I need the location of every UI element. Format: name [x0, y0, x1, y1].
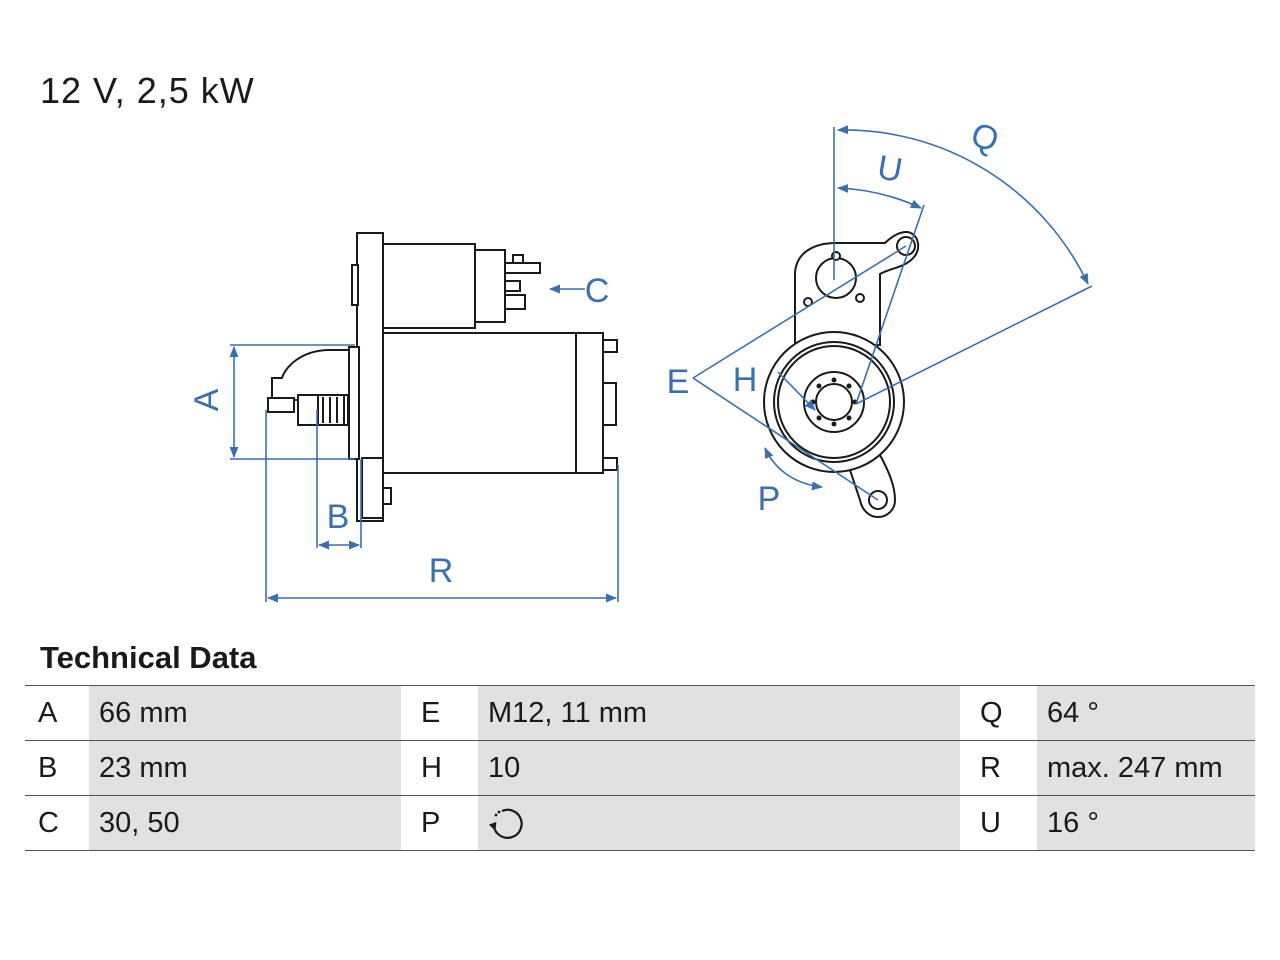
value-cell: 64 °	[1037, 685, 1255, 741]
key-cell: A	[25, 685, 89, 741]
starter-motor-diagram: A B R C	[188, 115, 1093, 603]
key-cell: C	[25, 795, 89, 851]
key-cell: R	[960, 740, 1037, 796]
dimension-lines-side	[229, 284, 619, 603]
dimension-q-arc	[836, 125, 1089, 286]
dimension-h-arrow	[777, 371, 816, 411]
label-b: B	[327, 498, 350, 536]
drive-housing	[271, 349, 350, 401]
value-cell: 30, 50	[89, 795, 401, 851]
label-h: H	[733, 361, 758, 399]
table-row: A 66 mm E M12, 11 mm Q 64 °	[25, 685, 1255, 741]
technical-data-title: Technical Data	[40, 640, 257, 675]
value-cell: 10	[478, 740, 960, 796]
value-cell: M12, 11 mm	[478, 685, 960, 741]
value-cell: 66 mm	[89, 685, 401, 741]
label-e: E	[667, 363, 690, 401]
table-row: B 23 mm H 10 R max. 247 mm	[25, 740, 1255, 796]
key-cell: U	[960, 795, 1037, 851]
key-cell: B	[25, 740, 89, 796]
dimension-lines-front	[692, 125, 1093, 501]
value-cell	[478, 795, 960, 851]
side-view	[267, 232, 618, 522]
key-cell: Q	[960, 685, 1037, 741]
key-cell: E	[401, 685, 478, 741]
label-q: Q	[966, 115, 1004, 160]
motor-body	[382, 332, 577, 474]
label-p: P	[758, 480, 781, 518]
table-row: C 30, 50 P U 16 °	[25, 795, 1255, 851]
label-a: A	[188, 388, 226, 411]
key-cell: P	[401, 795, 478, 851]
dimension-u-arc	[836, 183, 923, 209]
dimension-p-arc	[764, 446, 824, 491]
label-c: C	[585, 272, 610, 310]
value-cell: 23 mm	[89, 740, 401, 796]
value-cell: 16 °	[1037, 795, 1255, 851]
pinion-front	[815, 383, 853, 421]
label-u: U	[875, 148, 906, 190]
solenoid	[382, 243, 476, 329]
value-cell: max. 247 mm	[1037, 740, 1255, 796]
key-cell: H	[401, 740, 478, 796]
technical-data-table: A 66 mm E M12, 11 mm Q 64 ° B 23 mm H 10…	[25, 685, 1255, 851]
rotation-icon	[488, 808, 523, 839]
label-r: R	[429, 552, 454, 590]
spec-title: 12 V, 2,5 kW	[40, 70, 255, 111]
front-view	[763, 230, 920, 519]
